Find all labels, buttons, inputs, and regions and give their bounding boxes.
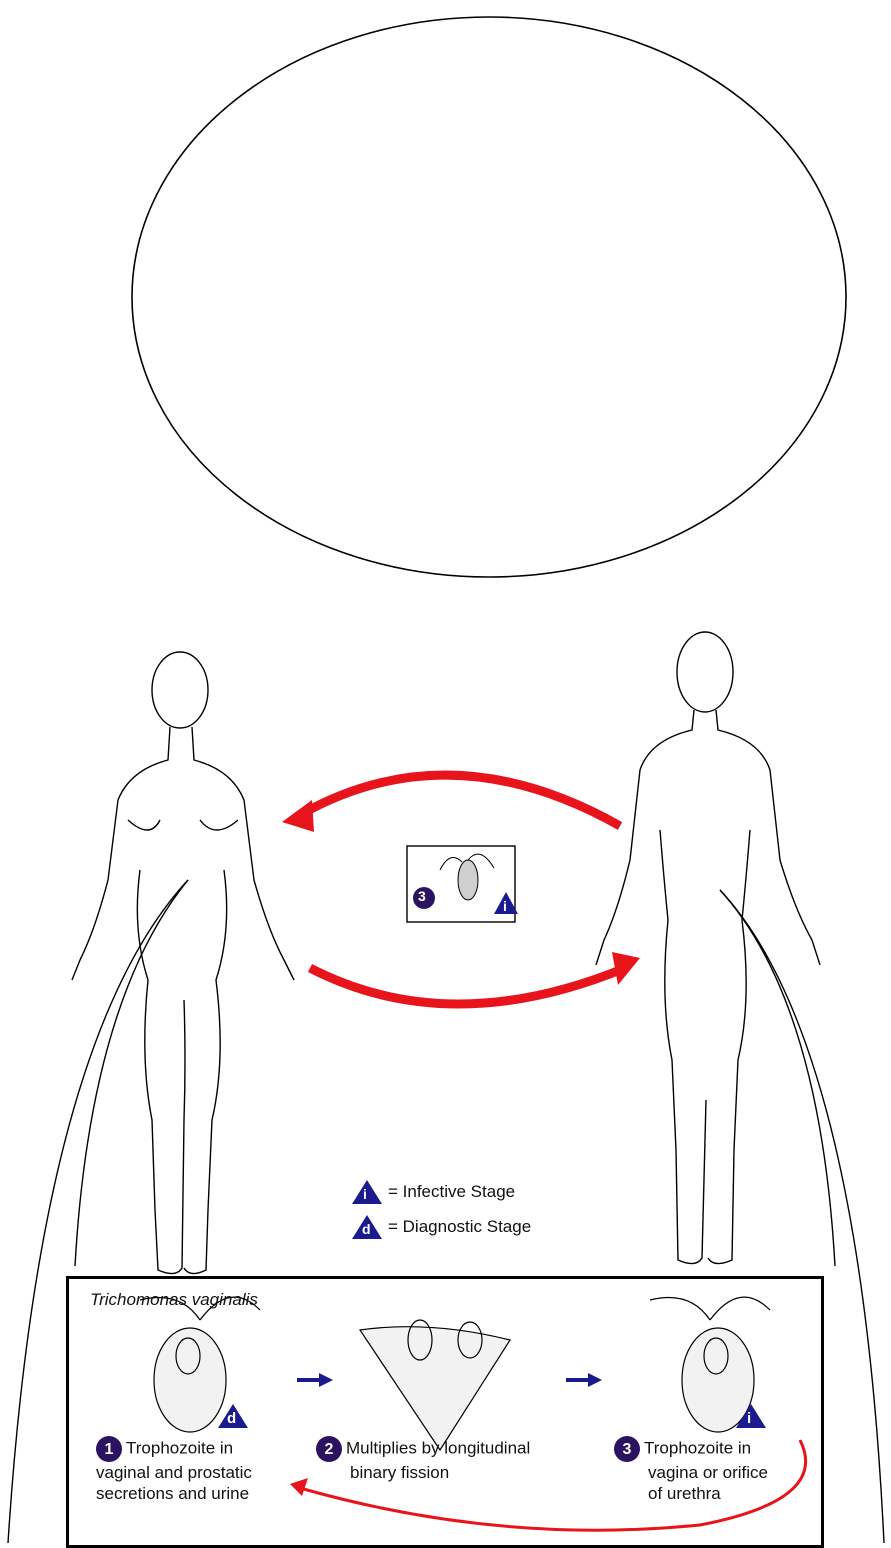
female-figure (72, 652, 294, 1274)
organism-title: Trichomonas vaginalis (90, 1290, 258, 1310)
life-cycle-box (66, 1276, 824, 1548)
legend-infective: i = Infective Stage (352, 1180, 515, 1204)
arrow-male-to-female (300, 775, 620, 826)
diagnostic-label: = Diagnostic Stage (388, 1217, 531, 1237)
arrow-female-to-male (310, 968, 625, 1004)
step2-number: 2 (316, 1436, 342, 1462)
inset-step-number: 3 (418, 888, 426, 904)
step3-stage-symbol: i (747, 1410, 751, 1427)
step3-number: 3 (614, 1436, 640, 1462)
blank-oval (132, 17, 846, 577)
arrowhead-right (612, 952, 640, 985)
infective-triangle-icon (352, 1180, 382, 1204)
inset-stage-symbol: i (503, 898, 507, 914)
male-figure (596, 632, 820, 1264)
step1-number: 1 (96, 1436, 122, 1462)
transmission-inset (407, 846, 518, 922)
legend-diagnostic: d = Diagnostic Stage (352, 1215, 531, 1239)
infective-symbol: i (363, 1186, 367, 1202)
diagnostic-symbol: d (362, 1221, 371, 1237)
arrowhead-left (282, 800, 314, 832)
infective-label: = Infective Stage (388, 1182, 515, 1202)
step1-stage-symbol: d (227, 1410, 236, 1427)
